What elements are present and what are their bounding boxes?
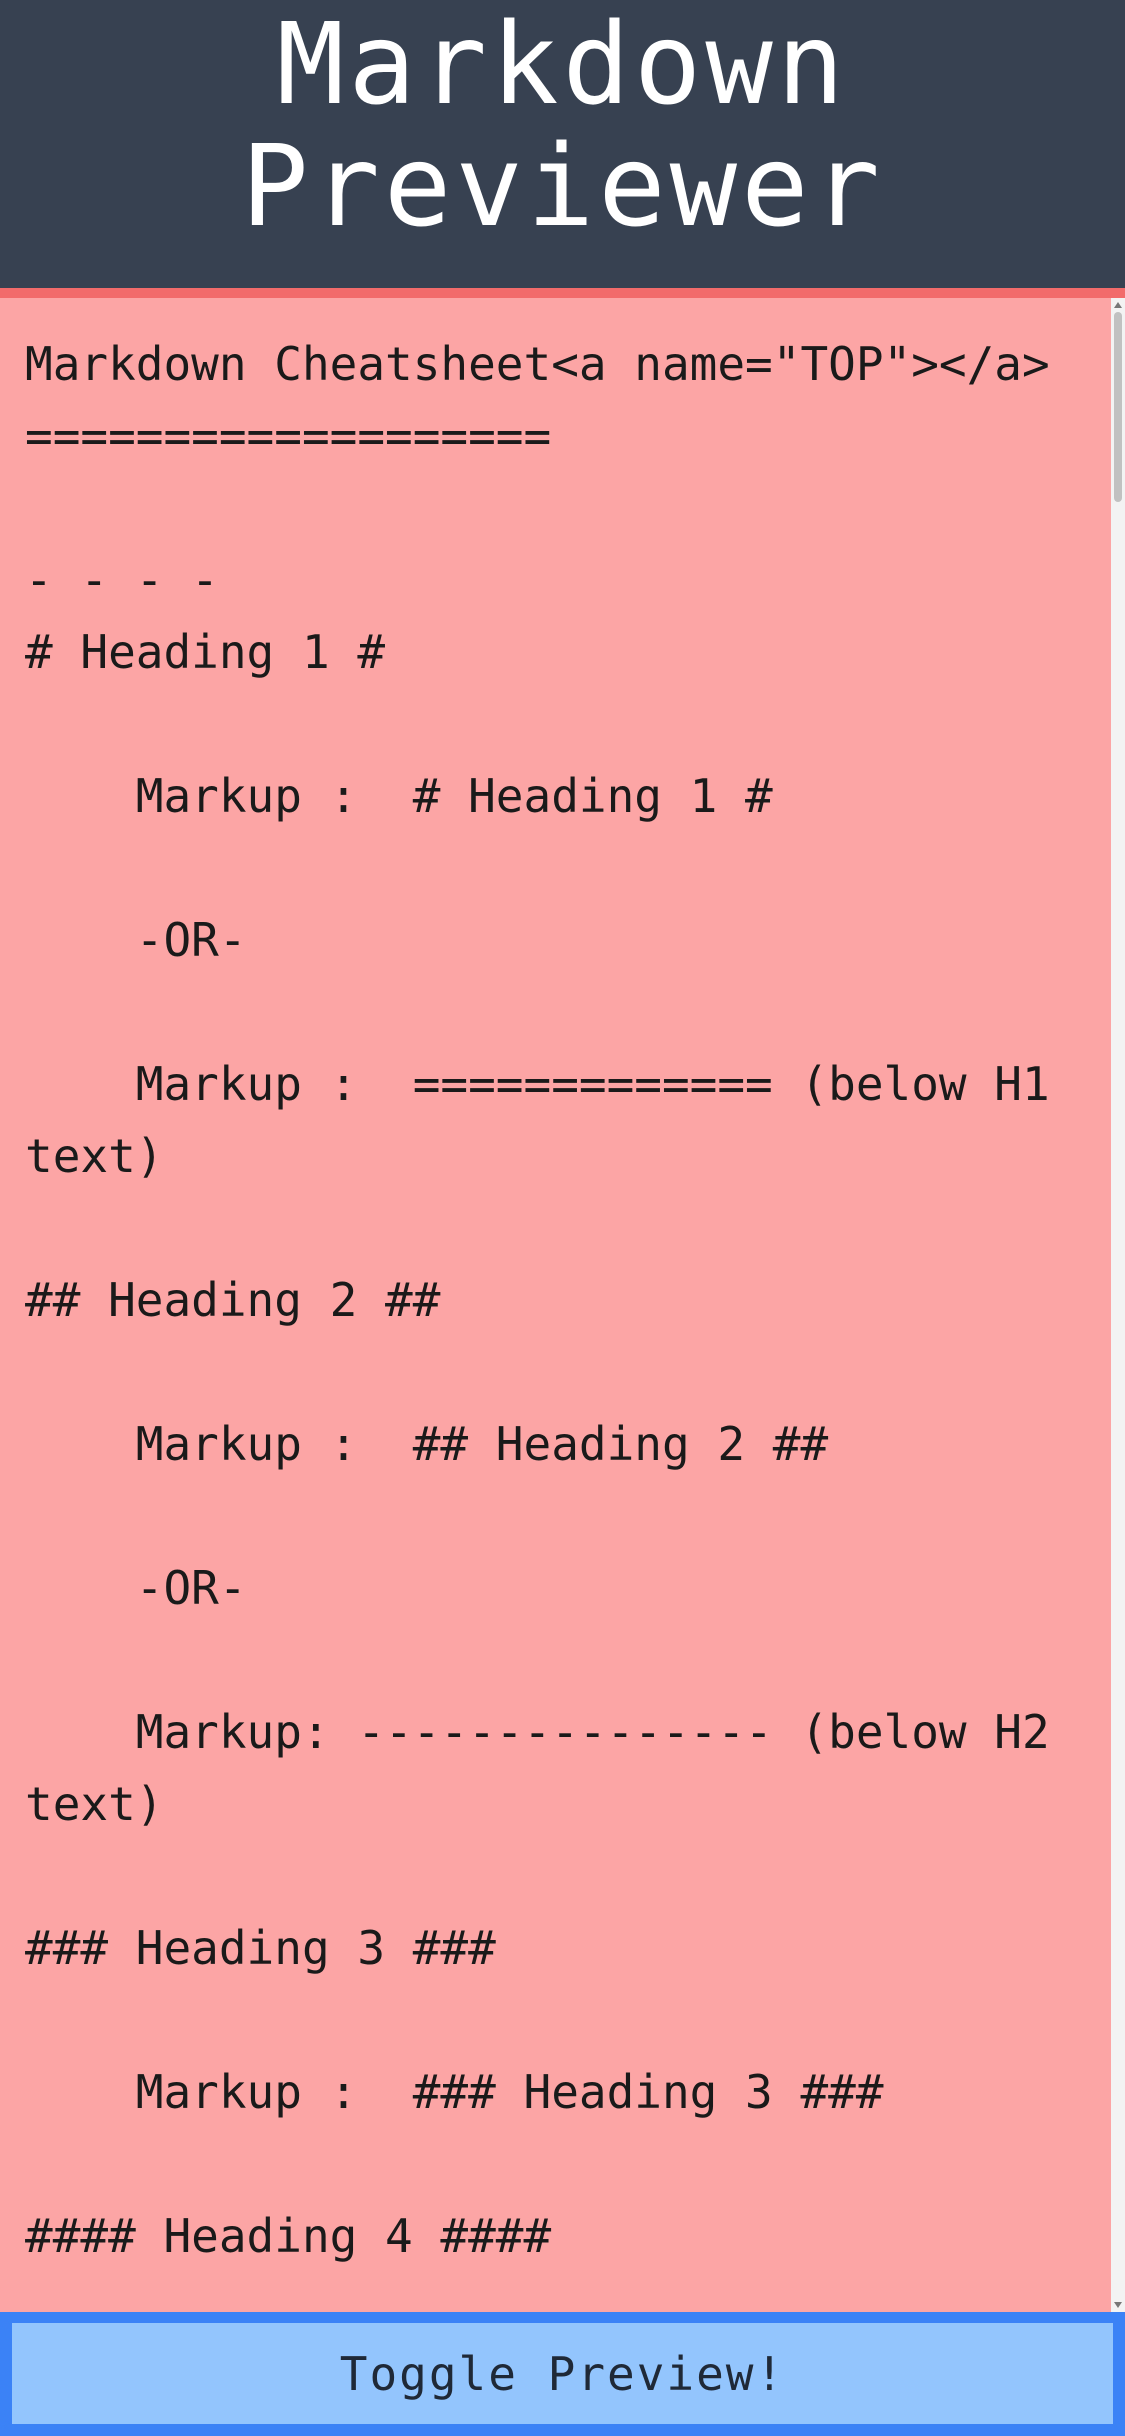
header-accent-divider	[0, 288, 1125, 298]
page-title: Markdown Previewer	[241, 0, 884, 252]
scrollbar-thumb[interactable]	[1114, 312, 1122, 502]
editor-scrollbar[interactable]	[1111, 298, 1125, 2312]
scroll-up-icon[interactable]	[1114, 302, 1122, 308]
toggle-preview-button[interactable]: Toggle Preview!	[12, 2323, 1113, 2424]
app-header: Markdown Previewer	[0, 0, 1125, 288]
editor-text[interactable]: Markdown Cheatsheet<a name="TOP"></a> ==…	[25, 337, 1050, 2263]
toggle-preview-container: Toggle Preview!	[0, 2312, 1125, 2436]
markdown-editor[interactable]: Markdown Cheatsheet<a name="TOP"></a> ==…	[0, 298, 1125, 2312]
scroll-down-icon[interactable]	[1114, 2302, 1122, 2308]
